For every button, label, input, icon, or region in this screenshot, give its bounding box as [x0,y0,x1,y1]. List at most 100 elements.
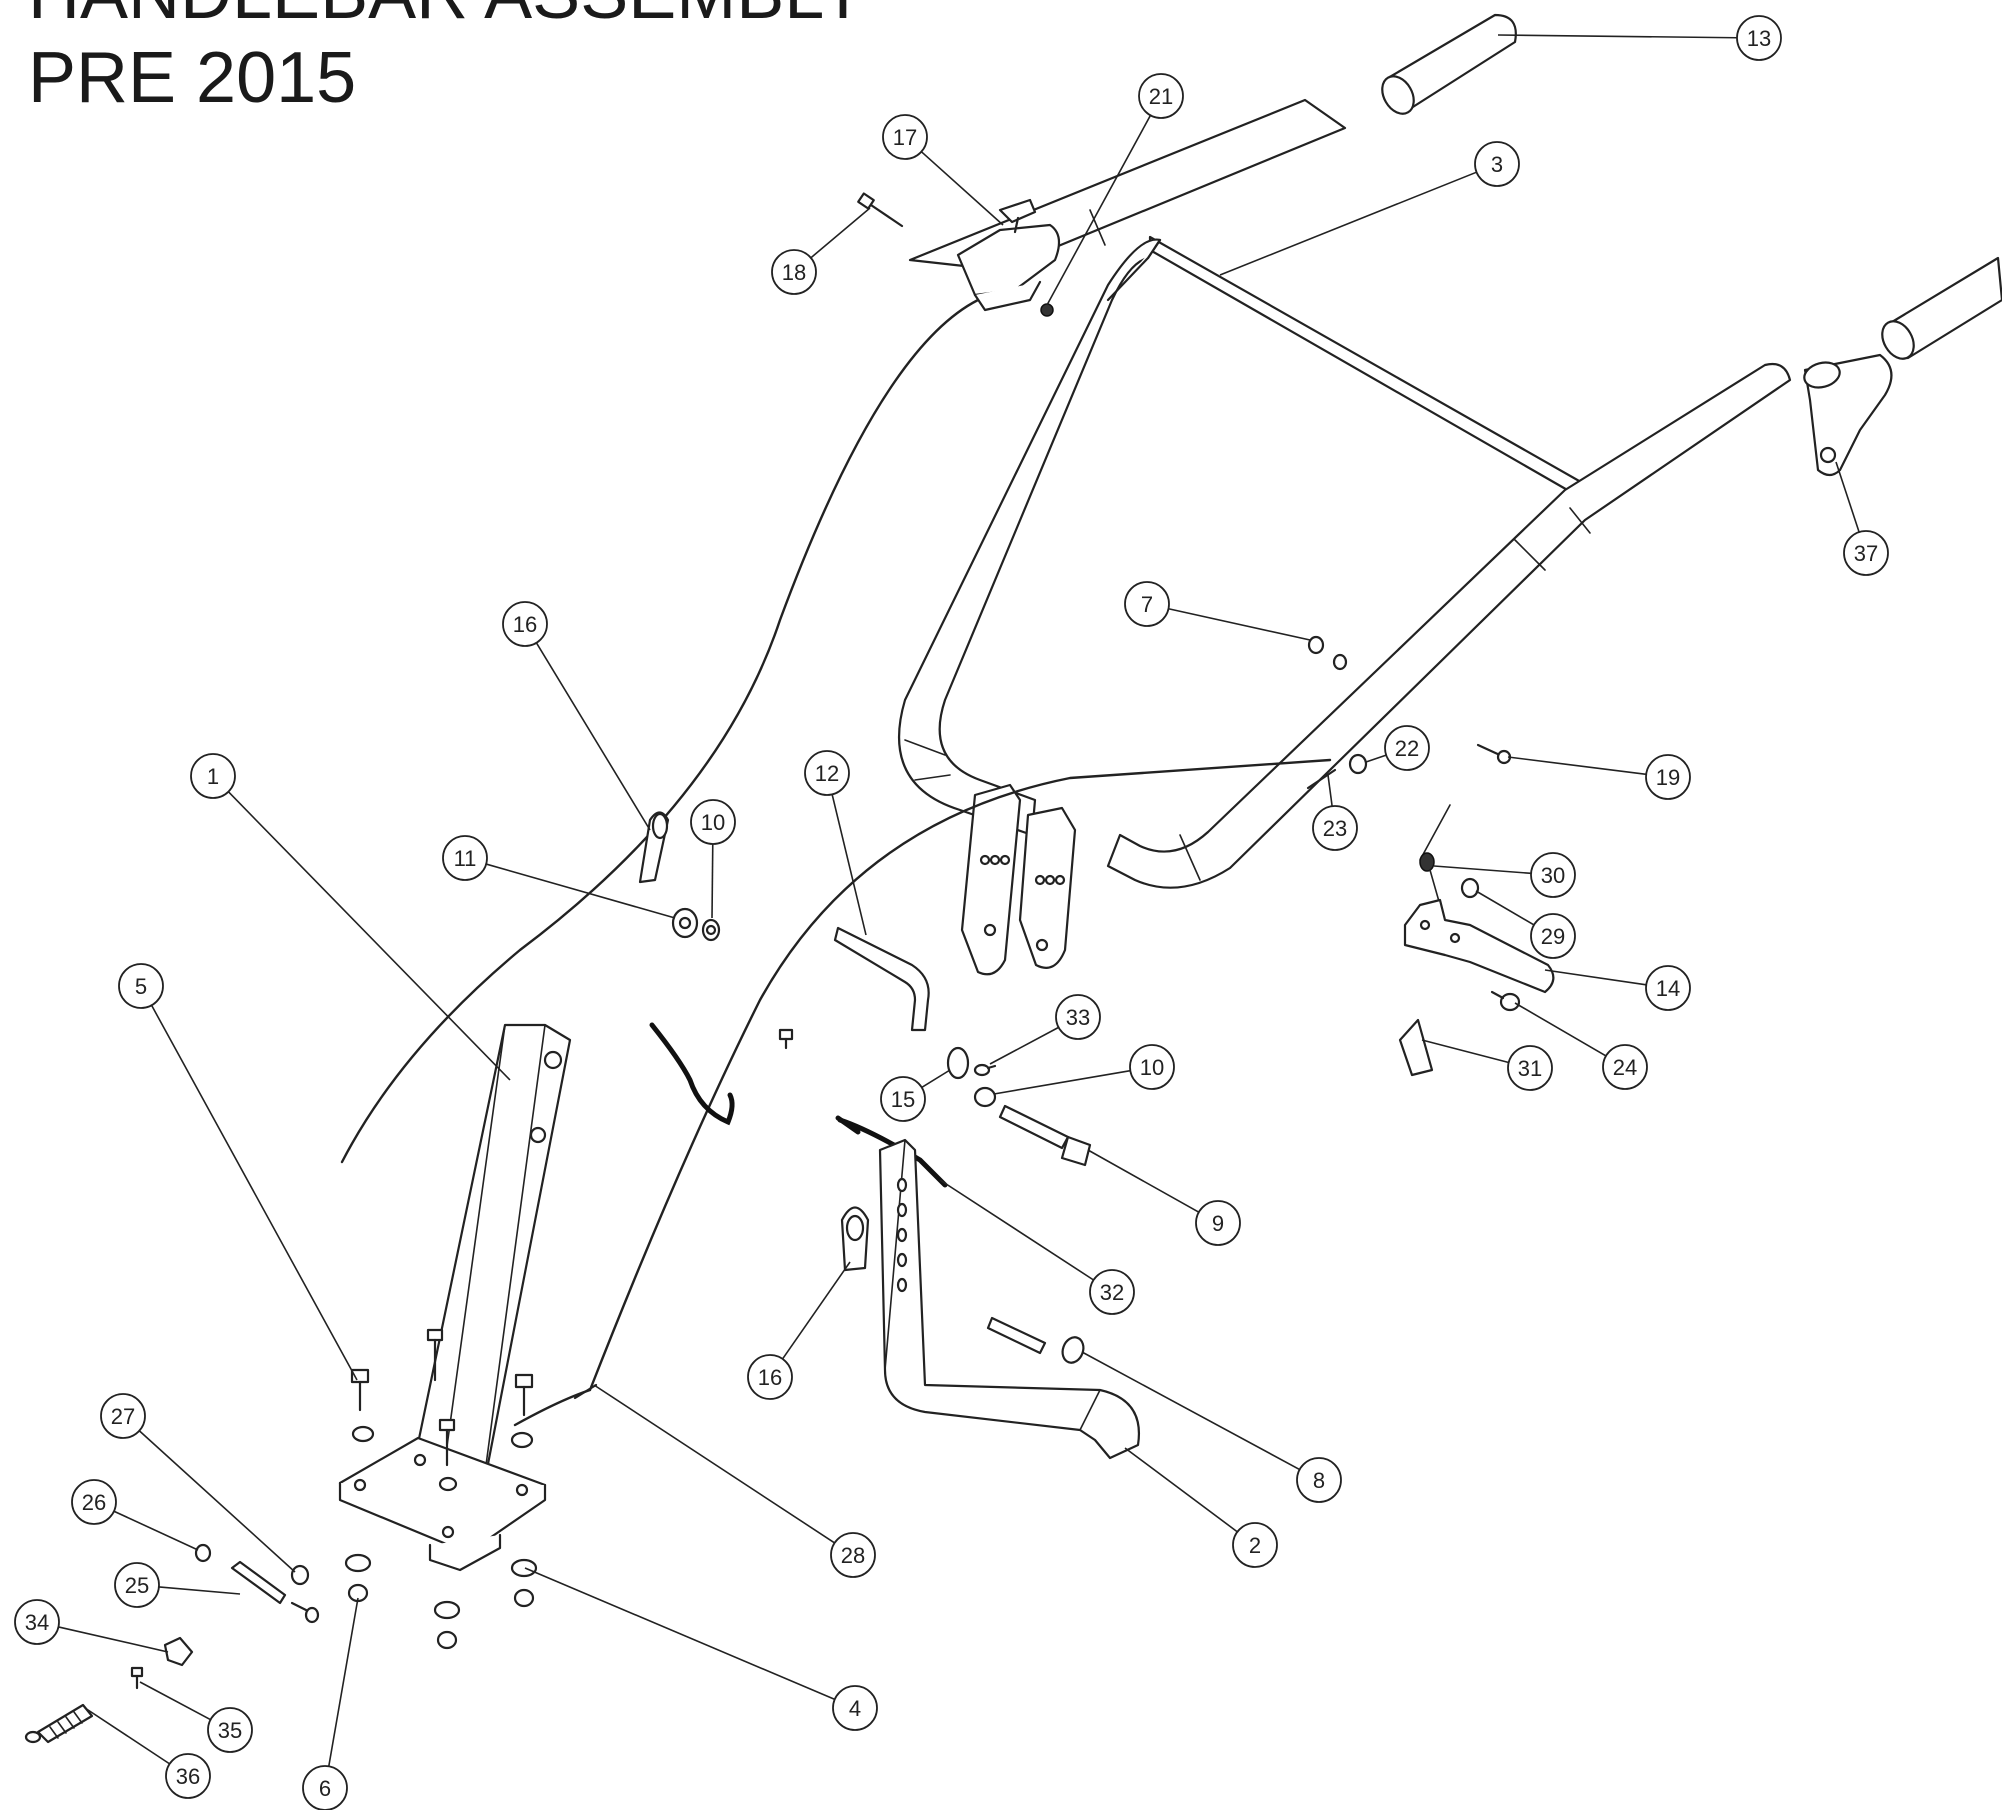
callout-c26: 26 [71,1479,117,1525]
callout-label: 22 [1395,736,1419,761]
callout-c11: 11 [442,835,488,881]
callout-label: 1 [207,764,219,789]
callout-circle [207,1707,253,1753]
callout-circle [1530,913,1576,959]
leader-line-c21 [1046,114,1152,306]
callout-c8: 8 [1296,1457,1342,1503]
diagram-title-line-2: PRE 2015 [28,38,356,118]
nut-part-26 [194,1543,212,1563]
callout-c34: 34 [14,1599,60,1645]
callout-circle [100,1393,146,1439]
grip-part-13 [1381,13,1517,115]
cable-clip-part-16-upper [638,811,670,884]
callout-circle [832,1685,878,1731]
callout-label: 36 [176,1764,200,1789]
bushing-part-27 [290,1564,310,1586]
callout-label: 11 [454,846,477,871]
callout-c31: 31 [1507,1045,1553,1091]
callout-label: 10 [701,810,725,835]
callout-circle [1602,1044,1648,1090]
callout-c33: 33 [1055,994,1101,1040]
callout-circle [114,1562,160,1608]
callout-circle [1124,581,1170,627]
leader-line-c29 [1475,890,1535,926]
rod-part-12 [833,926,930,1032]
callout-label: 3 [1491,152,1503,177]
callout-label: 27 [111,1404,135,1429]
callout-label: 7 [1141,592,1153,617]
leader-line-c25 [158,1586,241,1595]
leader-line-c19 [1507,756,1647,776]
callout-circle [882,114,928,160]
callout-circle [502,601,548,647]
callout-label: 16 [513,612,537,637]
callout-circle [804,750,850,796]
nut-part-22 [1348,753,1368,775]
throttle-control-part-17 [956,198,1061,312]
callout-label: 34 [25,1610,49,1635]
leader-line-c9 [1087,1149,1200,1213]
leader-line-c17 [920,151,1004,226]
callout-c10a: 10 [690,799,736,845]
leader-line-c22 [1365,754,1387,763]
leader-line-c35 [139,1681,211,1721]
callout-label: 33 [1066,1005,1090,1030]
callout-label: 23 [1323,816,1347,841]
callout-circle [118,963,164,1009]
leader-line-c23 [1327,774,1333,807]
callout-c14: 14 [1645,965,1691,1011]
bolt-part-35 [130,1666,144,1690]
callout-circle [747,1354,793,1400]
leader-line-c32 [939,1179,1095,1281]
callout-c15: 15 [880,1076,926,1122]
bolt-part-19 [1476,743,1512,765]
callout-circle [1736,15,1782,61]
callout-circle [880,1076,926,1122]
callout-c9: 9 [1195,1200,1241,1246]
callout-c29: 29 [1530,913,1576,959]
callout-circle [690,799,736,845]
leader-line-c36 [84,1707,171,1765]
leader-line-c6 [327,1597,359,1767]
washer-part-10-lower [973,1086,997,1108]
leader-line-c4 [524,1567,836,1701]
callout-label: 32 [1100,1280,1124,1305]
callout-c23: 23 [1312,805,1358,851]
leader-line-c10b [993,1069,1131,1095]
bolt-part-18 [857,192,904,228]
leader-line-c26 [113,1510,199,1551]
callout-c1: 1 [190,753,236,799]
callout-c28: 28 [830,1532,876,1578]
callout-label: 6 [319,1776,331,1801]
callout-c6: 6 [302,1765,348,1810]
leader-line-c8 [1081,1351,1301,1471]
callout-label: 10 [1140,1055,1164,1080]
callout-circle [830,1532,876,1578]
callout-c2: 2 [1232,1522,1278,1568]
callout-c21: 21 [1138,73,1184,119]
leader-line-c34 [58,1626,169,1653]
callout-label: 5 [135,974,147,999]
callout-circle [1055,994,1101,1040]
nut-part-11 [671,907,699,939]
callout-c35: 35 [207,1707,253,1753]
nut-part-7 [1307,635,1348,671]
callout-label: 18 [782,260,806,285]
callout-circle [1645,965,1691,1011]
callout-label: 16 [758,1365,782,1390]
callout-circle [1312,805,1358,851]
callout-c22: 22 [1384,725,1430,771]
callout-circle [1296,1457,1342,1503]
callout-circle [771,249,817,295]
callout-c4: 4 [832,1685,878,1731]
diagram-title-line-1: HANDLEBAR ASSEMBLY [28,0,867,34]
callout-label: 25 [125,1573,149,1598]
callout-label: 31 [1518,1056,1542,1081]
callout-c7: 7 [1124,581,1170,627]
callout-circle [1530,852,1576,898]
callout-circle [1195,1200,1241,1246]
callout-c10b: 10 [1129,1044,1175,1090]
callout-circle [1129,1044,1175,1090]
base-plate [338,1436,547,1572]
